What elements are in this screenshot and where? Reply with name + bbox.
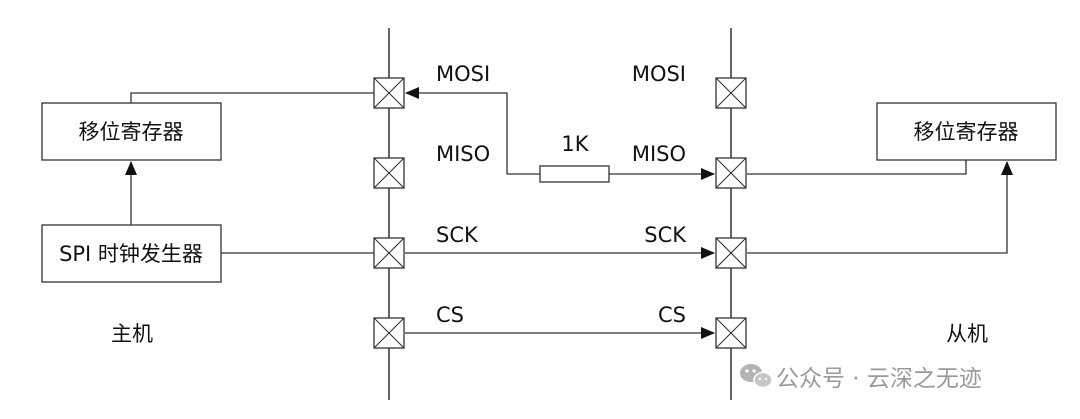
slave-cs-label: CS [658, 303, 686, 327]
master-sck-label: SCK [436, 223, 479, 247]
resistor-label: 1K [561, 132, 589, 156]
master-mosi-label: MOSI [436, 62, 490, 86]
master-miso-label: MISO [436, 142, 490, 166]
slave-caption: 从机 [946, 322, 988, 346]
slave-mosi-pin [715, 77, 747, 109]
master-cs-label: CS [436, 303, 464, 327]
wechat-icon [740, 364, 773, 389]
master-shift-register: 移位寄存器 [41, 102, 222, 161]
slave-miso-label: MISO [632, 142, 686, 166]
slave-sck-label: SCK [644, 223, 687, 247]
clock-generator-label: SPI 时钟发生器 [59, 242, 203, 266]
master-sck-pin [373, 237, 405, 269]
master-mosi-wire [130, 92, 374, 103]
resistor-1k: 1K [539, 132, 610, 183]
master-clock-generator: SPI 时钟发生器 [41, 224, 222, 283]
slave-shift-register-label: 移位寄存器 [914, 120, 1019, 144]
master-mosi-pin [373, 77, 405, 109]
slave-cs-pin [715, 317, 747, 349]
slave-miso-to-shift-wire [747, 160, 967, 175]
slave-sck-to-shift-arrow [747, 161, 1013, 254]
master-caption: 主机 [111, 322, 153, 346]
master-cs-pin [373, 317, 405, 349]
watermark-text: 公众号 · 云深之无迹 [776, 366, 982, 392]
slave-mosi-label: MOSI [632, 62, 686, 86]
master-shift-register-label: 移位寄存器 [79, 120, 184, 144]
slave-sck-pin [715, 237, 747, 269]
miso-return-wire [405, 87, 540, 175]
slave-miso-pin [715, 157, 747, 189]
slave-shift-register: 移位寄存器 [876, 102, 1057, 161]
master-miso-pin [373, 157, 405, 189]
